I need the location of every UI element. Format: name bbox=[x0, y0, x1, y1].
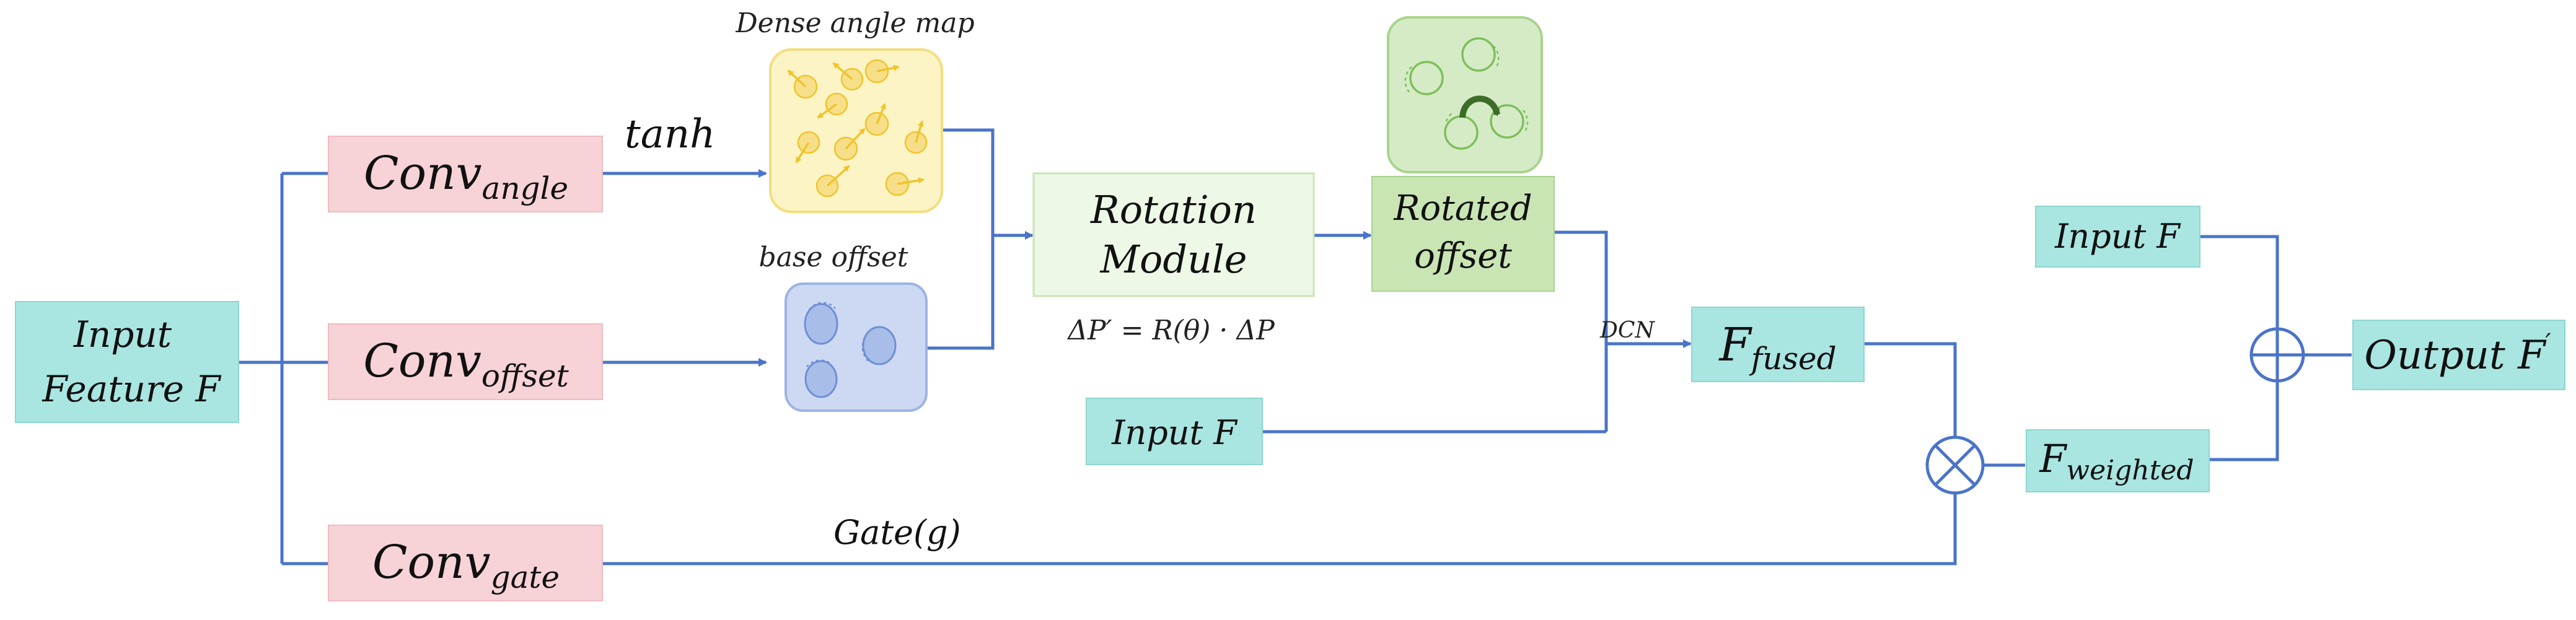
f-fused-label: Ffused bbox=[1718, 318, 1836, 377]
tanh-label: tanh bbox=[625, 111, 715, 157]
rotated-offset-label-line1: Rotated bbox=[1393, 188, 1532, 229]
output-box bbox=[2352, 320, 2565, 390]
input-f-mid-label: Input F bbox=[1111, 413, 1238, 452]
f-fused-box bbox=[1691, 307, 1865, 382]
rotation-illustration-panel bbox=[1387, 16, 1543, 173]
rotated-circles-icon bbox=[1404, 37, 1529, 150]
rotation-module-box bbox=[1032, 172, 1315, 297]
input-feature-label-line1: Input bbox=[73, 313, 172, 356]
rotation-formula: ΔP′ = R(θ) · ΔP bbox=[1066, 315, 1275, 346]
multiply-icon bbox=[1925, 435, 1985, 495]
base-offset-box bbox=[785, 282, 928, 412]
input-f-right-label: Input F bbox=[2054, 217, 2181, 256]
input-f-mid-node: Input F bbox=[1086, 398, 1263, 465]
input-f-mid-box bbox=[1086, 398, 1263, 465]
dense-angle-map-panel bbox=[769, 48, 943, 213]
weighted-to-add-wire bbox=[2209, 378, 2279, 461]
offset-blobs-icon bbox=[804, 302, 897, 398]
conv-gate-box bbox=[328, 525, 603, 601]
dcn-label: DCN bbox=[1599, 318, 1655, 343]
f-weighted-node: Fweighted bbox=[2026, 429, 2210, 492]
rotated-offset-node: Rotated offset bbox=[1371, 176, 1555, 292]
conv-angle-label: Convangle bbox=[364, 147, 568, 206]
angle-arrows-icon bbox=[787, 62, 925, 187]
conv-offset-label: Convoffset bbox=[363, 334, 569, 394]
base-offset-panel bbox=[785, 282, 928, 412]
conv-angle-node: Convangle bbox=[328, 136, 603, 212]
input-feature-node: Input Feature F bbox=[15, 301, 239, 423]
f-weighted-box bbox=[2026, 429, 2210, 492]
rotation-module-label-line1: Rotation bbox=[1090, 187, 1257, 232]
f-fused-node: Ffused bbox=[1691, 307, 1865, 382]
dense-angle-map-title: Dense angle map bbox=[735, 7, 974, 39]
rotated-offset-label-line2: offset bbox=[1414, 236, 1512, 276]
base-offset-title: base offset bbox=[759, 242, 908, 273]
rotation-module-label-line2: Module bbox=[1100, 237, 1247, 282]
input-f-right-node: Input F bbox=[2035, 206, 2200, 268]
rotated-offset-wire bbox=[1554, 230, 1608, 432]
conv-offset-box bbox=[328, 323, 603, 400]
output-node: Output F′ bbox=[2352, 320, 2565, 390]
f-weighted-label: Fweighted bbox=[2039, 436, 2194, 486]
fused-to-multiply-wire bbox=[1864, 342, 1957, 444]
output-label: Output F′ bbox=[2364, 329, 2551, 378]
conv-gate-node: Convgate bbox=[328, 525, 603, 601]
rotation-illustration-box bbox=[1387, 16, 1543, 173]
gate-to-multiply-wire bbox=[602, 486, 1957, 565]
conv-offset-node: Convoffset bbox=[328, 323, 603, 400]
gate-label: Gate(g) bbox=[833, 513, 961, 552]
input-feature-label-line2: Feature F bbox=[42, 368, 221, 410]
rotated-offset-box bbox=[1371, 176, 1555, 292]
add-icon bbox=[2249, 327, 2305, 383]
connectors bbox=[239, 128, 2352, 565]
rotate-arrow-icon bbox=[1459, 95, 1500, 118]
rotation-module-node: Rotation Module bbox=[1032, 172, 1315, 297]
conv-gate-label: Convgate bbox=[372, 536, 560, 595]
input-feature-box bbox=[15, 301, 239, 423]
input-f-right-box bbox=[2035, 206, 2200, 268]
angle-map-to-rotation-wire bbox=[926, 128, 995, 350]
input-f-right-to-add-wire bbox=[2200, 235, 2279, 332]
conv-angle-box bbox=[328, 136, 603, 212]
